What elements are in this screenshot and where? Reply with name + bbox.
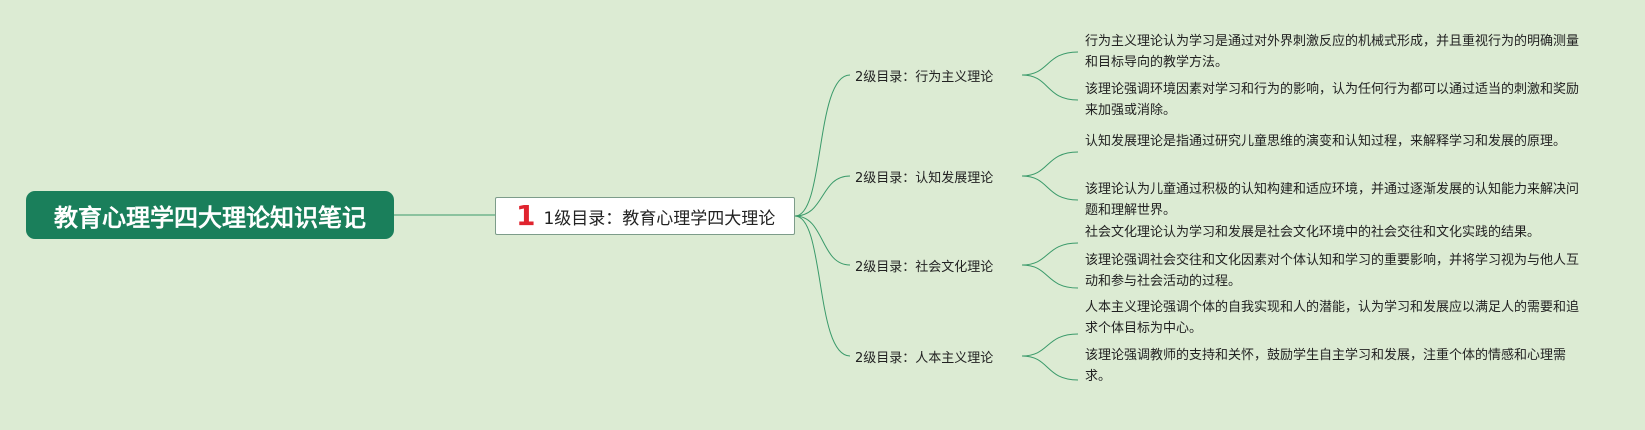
note-node[interactable]: 该理论强调社会交往和文化因素对个体认知和学习的重要影响，并将学习视为与他人互动和… bbox=[1085, 253, 1580, 289]
note-node[interactable]: 认知发展理论是指通过研究儿童思维的演变和认知过程，来解释学习和发展的原理。 bbox=[1085, 134, 1567, 149]
branch-node-label: 2级目录：认知发展理论 bbox=[855, 170, 994, 186]
note-node[interactable]: 人本主义理论强调个体的自我实现和人的潜能，认为学习和发展应以满足人的需要和追求个… bbox=[1085, 300, 1580, 336]
link-level1-branch-3 bbox=[794, 215, 851, 266]
branch-node-label: 2级目录：社会文化理论 bbox=[855, 259, 994, 275]
note-node[interactable]: 行为主义理论认为学习是通过对外界刺激反应的机械式形成，并且重视行为的明确测量和目… bbox=[1085, 34, 1580, 70]
link-branch-1-note-2 bbox=[1021, 74, 1079, 101]
link-branch-1-note-1 bbox=[1021, 51, 1079, 76]
note-node[interactable]: 社会文化理论认为学习和发展是社会文化环境中的社会交往和文化实践的结果。 bbox=[1085, 225, 1541, 240]
link-level1-branch-2 bbox=[794, 175, 851, 217]
level1-node[interactable]: 1 1级目录：教育心理学四大理论 bbox=[495, 197, 795, 235]
branch-node-cognitive-development[interactable]: 2级目录：认知发展理论 bbox=[855, 164, 993, 188]
link-branch-3-note-1 bbox=[1021, 242, 1079, 266]
root-node[interactable]: 教育心理学四大理论知识笔记 bbox=[26, 191, 394, 239]
link-branch-2-note-1 bbox=[1021, 151, 1079, 177]
branch-node-label: 2级目录：人本主义理论 bbox=[855, 350, 994, 366]
branch-node-sociocultural[interactable]: 2级目录：社会文化理论 bbox=[855, 253, 993, 277]
link-branch-2-note-2 bbox=[1021, 175, 1079, 201]
link-level1-branch-4 bbox=[794, 215, 851, 357]
root-node-title: 教育心理学四大理论知识笔记 bbox=[54, 203, 366, 232]
link-branch-4-note-1 bbox=[1021, 333, 1079, 357]
link-branch-4-note-2 bbox=[1021, 355, 1079, 381]
branch-node-behaviorism[interactable]: 2级目录：行为主义理论 bbox=[855, 63, 993, 87]
link-level1-branch-1 bbox=[794, 74, 851, 217]
note-node[interactable]: 该理论强调环境因素对学习和行为的影响，认为任何行为都可以通过适当的刺激和奖励来加… bbox=[1085, 82, 1580, 118]
level1-node-label: 1级目录：教育心理学四大理论 bbox=[543, 208, 776, 229]
note-node[interactable]: 该理论认为儿童通过积极的认知构建和适应环境，并通过逐渐发展的认知能力来解决问题和… bbox=[1085, 182, 1580, 218]
note-node[interactable]: 该理论强调教师的支持和关怀，鼓励学生自主学习和发展，注重个体的情感和心理需求。 bbox=[1085, 348, 1567, 384]
branch-node-label: 2级目录：行为主义理论 bbox=[855, 69, 994, 85]
link-branch-3-note-2 bbox=[1021, 264, 1079, 289]
branch-node-humanism[interactable]: 2级目录：人本主义理论 bbox=[855, 344, 993, 368]
priority-badge: 1 bbox=[516, 199, 536, 232]
